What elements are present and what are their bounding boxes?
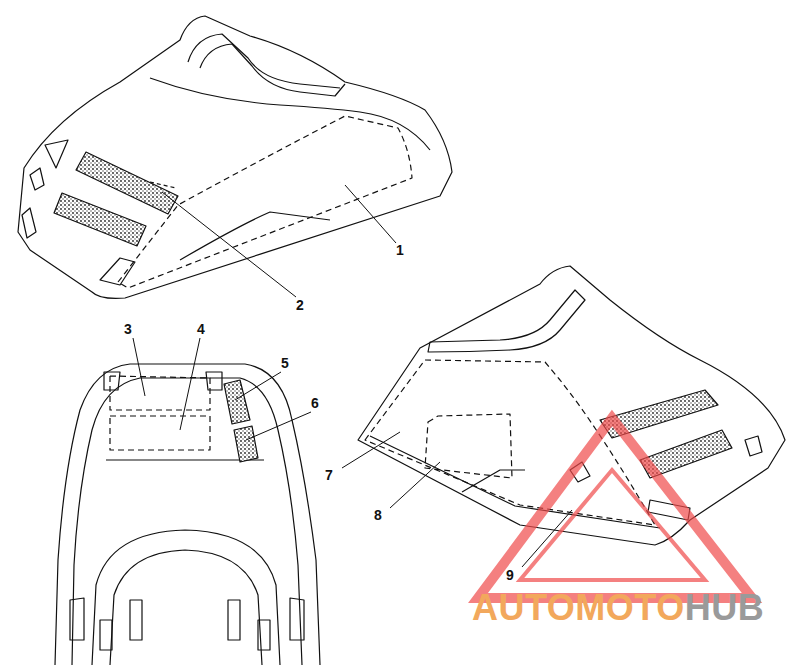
callout-number: 9: [506, 568, 514, 582]
hood-view-right: [358, 266, 785, 545]
callout-number: 5: [281, 356, 289, 370]
leader-lines: [133, 185, 572, 567]
callout-number: 1: [396, 243, 404, 257]
callout-number: 3: [124, 322, 132, 336]
hood-view-front: [55, 364, 320, 665]
callout-number: 6: [311, 396, 319, 410]
callout-number: 4: [197, 322, 205, 336]
callout-number: 8: [374, 508, 382, 522]
callout-number: 7: [325, 468, 333, 482]
watermark-logo: [478, 418, 752, 598]
hood-view-top-left: [18, 16, 452, 298]
watermark-text: AUTOMOTO: [472, 590, 685, 626]
watermark-text: HUB: [685, 590, 765, 626]
callout-number: 2: [296, 298, 304, 312]
